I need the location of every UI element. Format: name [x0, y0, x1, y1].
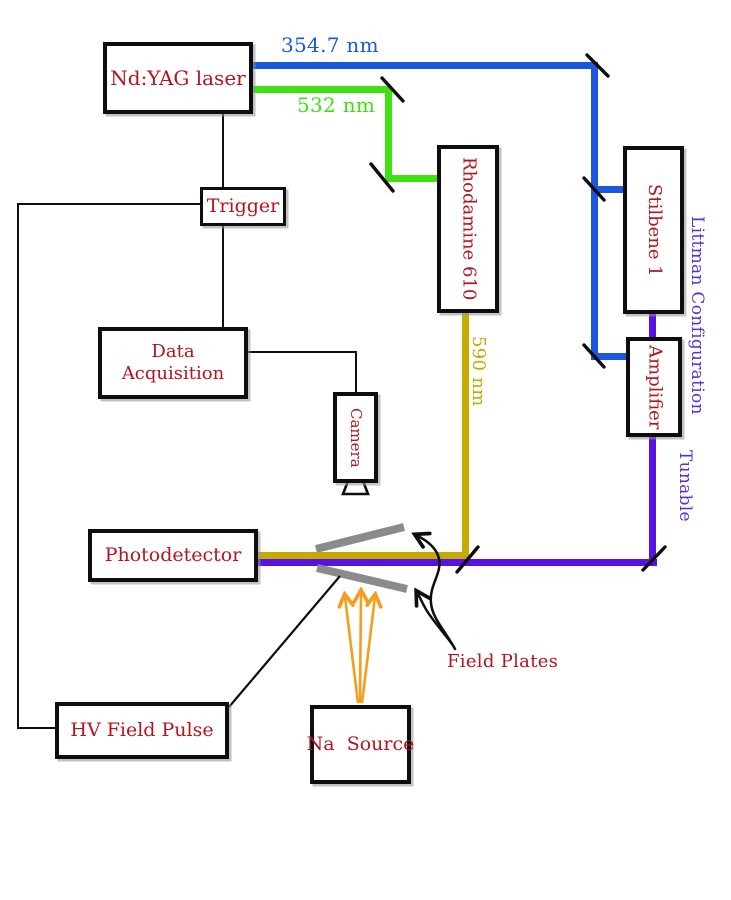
wire-to-camera	[355, 351, 357, 393]
box-nd-yag-laser: Nd:YAG laser	[103, 42, 253, 114]
na-beam-arrow-middle	[360, 593, 361, 704]
box-na-source: Na Source	[307, 705, 414, 784]
beam-590nm-horizontal	[257, 552, 469, 559]
wire-plate-to-hv	[228, 575, 341, 708]
field-plates-pointer-lower	[417, 592, 454, 646]
trigger-label: Trigger	[206, 194, 280, 217]
beam-354nm-branch-amplifier	[595, 353, 627, 360]
label-354nm: 354.7 nm	[281, 33, 379, 57]
beam-354nm-vertical	[591, 62, 598, 360]
photodetector-label: Photodetector	[104, 543, 242, 566]
camera-label: Camera	[346, 407, 365, 468]
box-data-acquisition: Data Acquisition	[98, 327, 248, 399]
mirror-blue-amplifier-icon	[582, 343, 606, 369]
label-littman-configuration: Littman Configuration	[687, 216, 707, 415]
rhodamine-610-label: Rhodamine 610	[458, 157, 480, 301]
box-rhodamine-610: Rhodamine 610	[437, 145, 499, 313]
label-field-plates: Field Plates	[447, 651, 559, 672]
mirror-purple-corner-icon	[641, 545, 667, 572]
field-plate-upper	[315, 523, 405, 553]
wire-left-vertical	[17, 203, 19, 729]
box-hv-field-pulse: HV Field Pulse	[55, 702, 229, 759]
beam-532nm-to-rhodamine	[385, 175, 438, 182]
field-plates-pointer-upper	[416, 535, 457, 651]
nd-yag-laser-label: Nd:YAG laser	[110, 65, 246, 90]
hv-field-pulse-label: HV Field Pulse	[70, 718, 214, 741]
na-source-label: Na Source	[306, 732, 415, 755]
wire-trigger-to-dataacq	[222, 225, 224, 327]
beam-532nm-horizontal	[252, 86, 392, 93]
mirror-blue-topright-icon	[585, 53, 610, 78]
beam-tunable-vertical	[649, 436, 656, 566]
mirror-green-top-icon	[380, 76, 405, 103]
wire-dataacq-right	[247, 351, 357, 353]
beam-purple-stilbene-amplifier	[649, 313, 656, 337]
wire-ndyag-to-trigger	[222, 113, 224, 188]
label-tunable: Tunable	[675, 450, 695, 522]
box-amplifier: Amplifier	[626, 337, 682, 437]
beam-590nm-vertical	[462, 312, 469, 559]
label-590nm: 590 nm	[468, 336, 489, 407]
box-camera: Camera	[333, 392, 378, 483]
mirror-blue-stilbene-icon	[582, 176, 606, 202]
mirror-green-bottom-icon	[369, 162, 395, 193]
na-beam-arrow-left	[345, 597, 360, 704]
field-plate-lower	[316, 564, 408, 593]
mirror-beam-combiner-icon	[455, 545, 480, 574]
na-beam-arrow-right	[360, 597, 375, 704]
wire-trigger-left	[17, 203, 200, 205]
box-stilbene-1: Stilbene 1	[623, 146, 684, 314]
box-trigger: Trigger	[200, 187, 286, 226]
box-photodetector: Photodetector	[88, 529, 258, 582]
beam-354nm-horizontal	[252, 62, 598, 69]
data-acquisition-label: Data Acquisition	[121, 340, 225, 385]
label-532nm: 532 nm	[297, 93, 376, 117]
beam-tunable-horizontal	[257, 559, 657, 566]
beam-354nm-branch-stilbene	[595, 186, 624, 193]
wire-to-hv-field-pulse	[17, 727, 55, 729]
amplifier-label: Amplifier	[644, 344, 666, 430]
beam-532nm-vertical	[385, 86, 392, 182]
stilbene-1-label: Stilbene 1	[643, 183, 665, 277]
